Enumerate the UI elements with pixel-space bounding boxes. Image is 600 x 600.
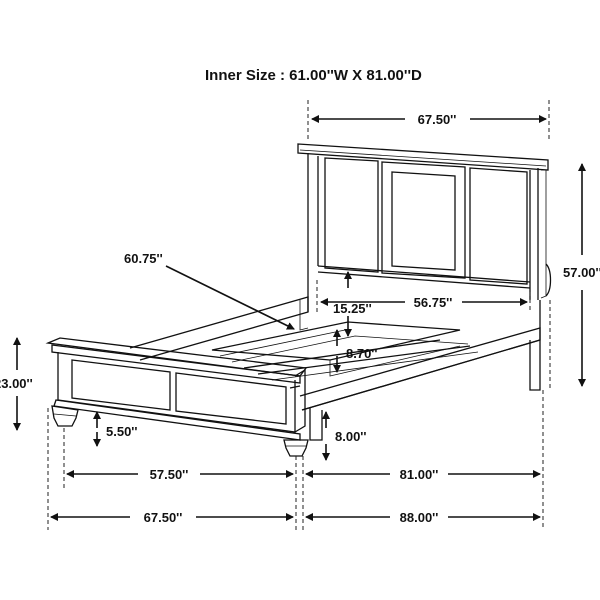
headboard-clearance-label: 15.25'' [333, 301, 372, 316]
diagonal-label: 60.75'' [124, 251, 163, 266]
side-rail-right [299, 300, 541, 441]
footboard-height-label: 23.00'' [0, 376, 33, 391]
rail-clearance-label: 8.00'' [335, 429, 366, 444]
headboard-height-label: 57.00'' [563, 265, 600, 280]
slats [211, 321, 479, 389]
footboard [45, 337, 309, 457]
footboard-inner-width-label: 57.50'' [150, 467, 189, 482]
extension-lines [47, 100, 551, 530]
slat-height-label: 8.70'' [346, 346, 377, 361]
headboard-inner-width-label: 56.75'' [414, 295, 453, 310]
headboard-width-label: 67.50'' [418, 112, 457, 127]
dimension-arrows [13, 115, 586, 521]
foot-clearance-label: 5.50'' [106, 424, 137, 439]
overall-width-label: 67.50'' [144, 510, 183, 525]
overall-length-label: 88.00'' [400, 510, 439, 525]
inner-size-title: Inner Size : 61.00''W X 81.00''D [205, 67, 422, 84]
side-rail-left [129, 296, 309, 361]
dimension-labels: 67.50'' 57.00'' 60.75'' 15.25'' 56.75'' … [0, 112, 600, 525]
headboard [297, 143, 552, 312]
inner-length-label: 81.00'' [400, 467, 439, 482]
